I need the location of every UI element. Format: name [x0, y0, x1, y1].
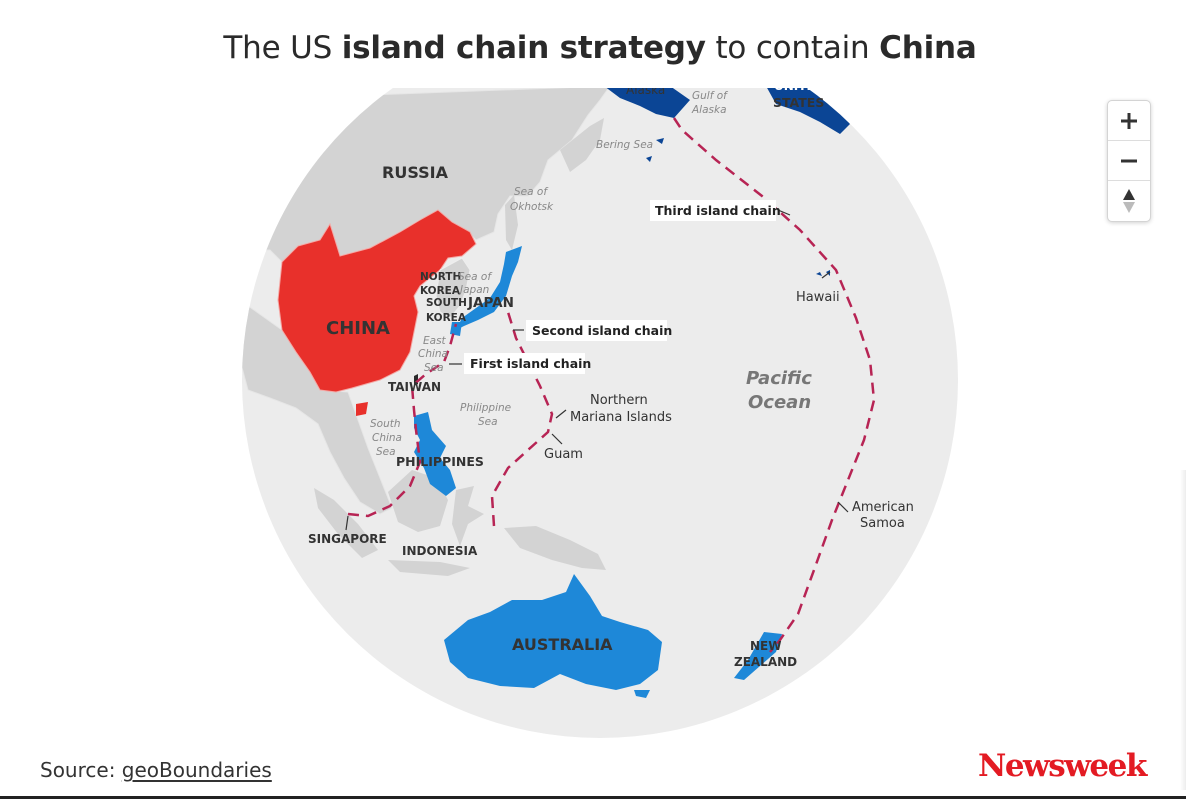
japan-landmass: [456, 246, 522, 330]
american-samoa-label-2: Samoa: [860, 516, 905, 531]
northern-mariana-label-2: Mariana Islands: [570, 410, 672, 425]
sea-of-japan-label-1: Sea of: [458, 271, 493, 283]
page-title: The US island chain strategy to contain …: [0, 30, 1186, 66]
japan-label: JAPAN: [467, 295, 514, 311]
united-states-label-1: UNITED: [774, 79, 825, 93]
second-chain-label-bg: [526, 320, 667, 341]
third-chain-label-bg: [650, 200, 776, 221]
title-part: The US: [223, 30, 342, 66]
south-china-sea-label-2: China: [372, 432, 402, 444]
third-island-chain-line: [672, 117, 876, 653]
sumatra-landmass: [314, 488, 378, 558]
second-chain-label: Second island chain: [532, 323, 672, 338]
zoom-out-button[interactable]: [1108, 141, 1150, 181]
hawaii-islands: [816, 270, 830, 276]
source-prefix: Source:: [40, 758, 122, 782]
philippine-sea-label-1: Philippine: [460, 402, 511, 414]
sea-of-okhotsk-label-1: Sea of: [514, 186, 549, 198]
source-credit: Source: geoBoundaries: [40, 758, 272, 782]
sakhalin-landmass: [505, 195, 518, 250]
pacific-ocean-label-1: Pacific: [746, 368, 812, 389]
sea-of-okhotsk-label-2: Okhotsk: [510, 201, 554, 213]
china-landmass: [277, 209, 477, 393]
first-chain-label-bg: [464, 353, 585, 374]
australia-landmass: [444, 574, 662, 690]
alaska-landmass: [604, 88, 690, 118]
map-zoom-controls: [1107, 100, 1151, 222]
united-states-label-2: STATES: [773, 95, 824, 110]
kamchatka-landmass: [560, 118, 604, 172]
indonesia-label: INDONESIA: [402, 544, 478, 558]
zoom-in-button[interactable]: [1108, 101, 1150, 141]
philippines-label: PHILIPPINES: [396, 454, 484, 469]
northern-mariana-label-1: Northern: [590, 393, 648, 408]
pacific-ocean-label-2: Ocean: [748, 392, 811, 413]
first-island-chain-line: [347, 323, 458, 518]
tasmania-landmass: [634, 690, 650, 698]
title-bold-strategy: island chain strategy: [341, 30, 706, 66]
south-korea-label-2: KOREA: [426, 312, 467, 324]
title-part: to contain: [705, 30, 880, 66]
third-chain-label: Third island chain: [655, 203, 781, 218]
reset-north-button[interactable]: [1108, 181, 1150, 221]
source-link[interactable]: geoBoundaries: [121, 758, 272, 782]
american-samoa-label-1: American: [852, 500, 914, 515]
newsweek-logo[interactable]: Newsweek: [978, 748, 1147, 784]
philippines-landmass: [414, 412, 456, 496]
minus-icon: [1121, 159, 1137, 162]
alaska-label: Alaska: [626, 83, 665, 97]
south-china-sea-label-1: South: [370, 418, 401, 430]
aleutian-islands: [646, 138, 664, 162]
gulf-of-alaska-label-1: Gulf of: [692, 90, 729, 102]
bering-sea-label: Bering Sea: [596, 139, 653, 151]
south-korea-label-1: SOUTH: [426, 297, 467, 309]
north-korea-label-2: KOREA: [420, 285, 461, 297]
australia-label: AUSTRALIA: [512, 635, 613, 654]
new-zealand-label-2: ZEALAND: [734, 655, 797, 669]
plus-icon: [1121, 112, 1137, 129]
gulf-of-alaska-label-2: Alaska: [691, 104, 727, 116]
north-korea-label-1: NORTH: [420, 271, 461, 283]
new-zealand-landmass: [734, 632, 782, 680]
new-zealand-label-1: NEW: [750, 639, 781, 653]
second-island-chain-line: [490, 311, 554, 527]
russia-label: RUSSIA: [382, 163, 449, 182]
singapore-label: SINGAPORE: [308, 532, 387, 546]
taiwan-label: TAIWAN: [388, 380, 441, 394]
sulawesi-landmass: [452, 486, 484, 546]
first-chain-label: First island chain: [470, 356, 591, 371]
compass-icon: [1123, 189, 1135, 213]
east-china-sea-label-2: China: [418, 348, 448, 360]
kyushu-landmass: [450, 322, 462, 336]
hawaii-label: Hawaii: [796, 290, 840, 305]
guam-label: Guam: [544, 447, 583, 462]
edge-shadow: [1180, 470, 1186, 790]
title-bold-china: China: [879, 30, 977, 66]
bottom-divider: [0, 796, 1186, 799]
leader-lines: [345, 209, 849, 531]
korea-landmass: [435, 257, 471, 319]
hainan-landmass: [356, 402, 368, 416]
east-china-sea-label-1: East: [423, 335, 447, 347]
east-china-sea-label-3: Sea: [424, 362, 444, 374]
china-label: CHINA: [326, 318, 390, 339]
new-guinea-landmass: [504, 526, 606, 570]
philippine-sea-label-2: Sea: [478, 416, 498, 428]
java-landmass: [388, 560, 470, 576]
south-china-sea-label-3: Sea: [376, 446, 396, 458]
sea-of-japan-label-2: Japan: [458, 284, 489, 296]
